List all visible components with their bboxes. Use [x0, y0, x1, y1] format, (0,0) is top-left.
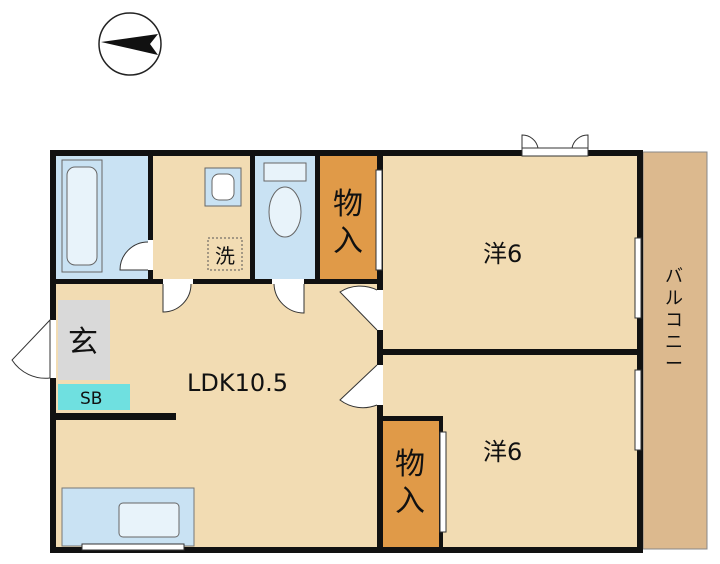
- kitchen-counter-icon: [61, 487, 195, 547]
- walls: [50, 150, 643, 553]
- svg-text:ー: ー: [665, 354, 683, 375]
- closet-lower: [383, 420, 441, 548]
- svg-text:バ: バ: [665, 266, 683, 287]
- bathtub-icon: [61, 159, 103, 273]
- washbasin-icon: [204, 167, 242, 207]
- shoe-box: [58, 384, 130, 410]
- closet-lower-label-2: 入: [395, 484, 425, 519]
- svg-text:ル: ル: [665, 288, 683, 309]
- svg-text:ニ: ニ: [665, 332, 683, 353]
- doors: [11, 134, 589, 409]
- sliding-panels: [81, 169, 642, 551]
- western-room-upper-floor: [383, 155, 638, 352]
- svg-text:コ: コ: [665, 310, 683, 331]
- closet-upper-label-2: 入: [333, 224, 363, 259]
- washing-machine-space-icon: [207, 237, 243, 271]
- entrance-label: 玄: [68, 325, 98, 360]
- balcony-label: バ ル コ ニ ー: [665, 266, 683, 375]
- western-room-upper-label: 洋6: [483, 240, 522, 268]
- western-room-lower-label: 洋6: [483, 438, 522, 466]
- closet-upper-label-1: 物: [333, 187, 363, 222]
- balcony-floor: [642, 151, 708, 550]
- closet-upper: [318, 155, 380, 280]
- entrance-floor: [58, 300, 110, 380]
- toilet-icon: [263, 162, 307, 238]
- shoe-box-label: SB: [80, 389, 102, 409]
- laundry-label: 洗: [215, 244, 235, 268]
- north-arrow-icon: [98, 12, 162, 76]
- ldk-label: LDK10.5: [187, 369, 288, 397]
- closet-lower-label-1: 物: [395, 447, 425, 482]
